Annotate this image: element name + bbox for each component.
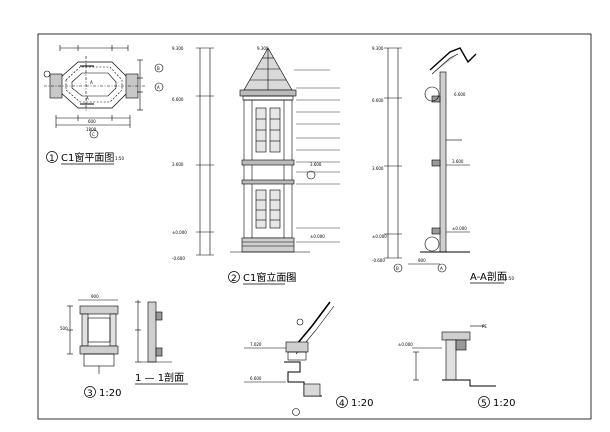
detail-4-number: 3 (87, 389, 93, 399)
elev-base-level: -0.600 (172, 256, 185, 261)
plan-axis-a-label-lower: A (86, 96, 89, 101)
sec-axis-b: B (396, 266, 399, 271)
sec-axis-a: A (440, 266, 443, 271)
plan-axis-a-label: A (90, 80, 93, 85)
detail-6-number: 4 (339, 399, 345, 409)
detail-7-number: 5 (481, 399, 487, 409)
detail-4-scale: 1:20 (99, 388, 121, 399)
detail-4-window-head (67, 299, 119, 374)
elev-note-ground: ±0.000 (310, 234, 325, 239)
sec-base-dim: 900 (418, 258, 426, 263)
detail-1-bubble (46, 151, 58, 163)
detail-2-title: C1窗立面图 (243, 271, 296, 284)
sec-ground-note: ±0.000 (452, 226, 467, 231)
detail-1-plan (43, 45, 164, 139)
detail-2-scale: 1:50 (286, 276, 295, 281)
eave-lower-level: 6.600 (250, 376, 262, 381)
head-width-dim: 900 (91, 294, 99, 299)
elev-ground-level: ±0.000 (172, 230, 187, 235)
detail-3-scale: 1:50 (505, 276, 514, 281)
elev-top-level: 9.300 (172, 46, 184, 51)
sec-ground-level: ±0.000 (372, 234, 387, 239)
elev-ridge-level: 9.300 (257, 46, 269, 51)
plan-sub-dim: 600 (88, 119, 96, 124)
elev-upper-level: 6.600 (172, 97, 184, 102)
detail-2-bubble (228, 271, 240, 283)
base-level: ±0.000 (398, 342, 413, 347)
sec-base-level: -0.600 (372, 258, 385, 263)
sec-top-level: 9.300 (372, 46, 384, 51)
elev-mid-level: 3.600 (172, 162, 184, 167)
elev-note-level: 3.600 (310, 162, 322, 167)
sec-mid-level: 3.600 (372, 166, 384, 171)
detail-5-section-1-1 (135, 300, 172, 363)
eave-level: 7.020 (250, 342, 262, 347)
detail-1-title: C1窗平面图 (61, 151, 114, 164)
sheet-border (37, 33, 592, 420)
base-note-pe: PE (482, 324, 487, 329)
detail-7-bubble (478, 396, 490, 408)
detail-3-section (384, 47, 477, 273)
sec-upper-note: 6.600 (454, 92, 466, 97)
plan-axis-a-bubble: A (157, 85, 160, 90)
detail-1-number: 1 (49, 154, 55, 164)
detail-7-base (412, 325, 496, 387)
detail-3-title: A-A剖面 (470, 270, 507, 283)
detail-6-scale: 1:20 (351, 398, 373, 409)
plan-width-dim: 1800 (86, 127, 97, 132)
detail-4-bubble (84, 386, 96, 398)
detail-2-elevation (196, 47, 340, 256)
sec-mid-note: 3.600 (452, 159, 464, 164)
detail-1-scale: 1:50 (115, 156, 124, 161)
detail-7-scale: 1:20 (493, 398, 515, 409)
plan-axis-b-bubble: B (157, 66, 160, 71)
detail-6-eave (244, 301, 335, 416)
sec-upper-level: 6.600 (372, 98, 384, 103)
head-side-dim: 500 (60, 326, 68, 331)
detail-5-title: 1 — 1剖面 (135, 371, 184, 384)
plan-axis-c-bubble: C (92, 132, 95, 137)
detail-2-number: 2 (231, 274, 237, 284)
detail-6-bubble (336, 396, 348, 408)
